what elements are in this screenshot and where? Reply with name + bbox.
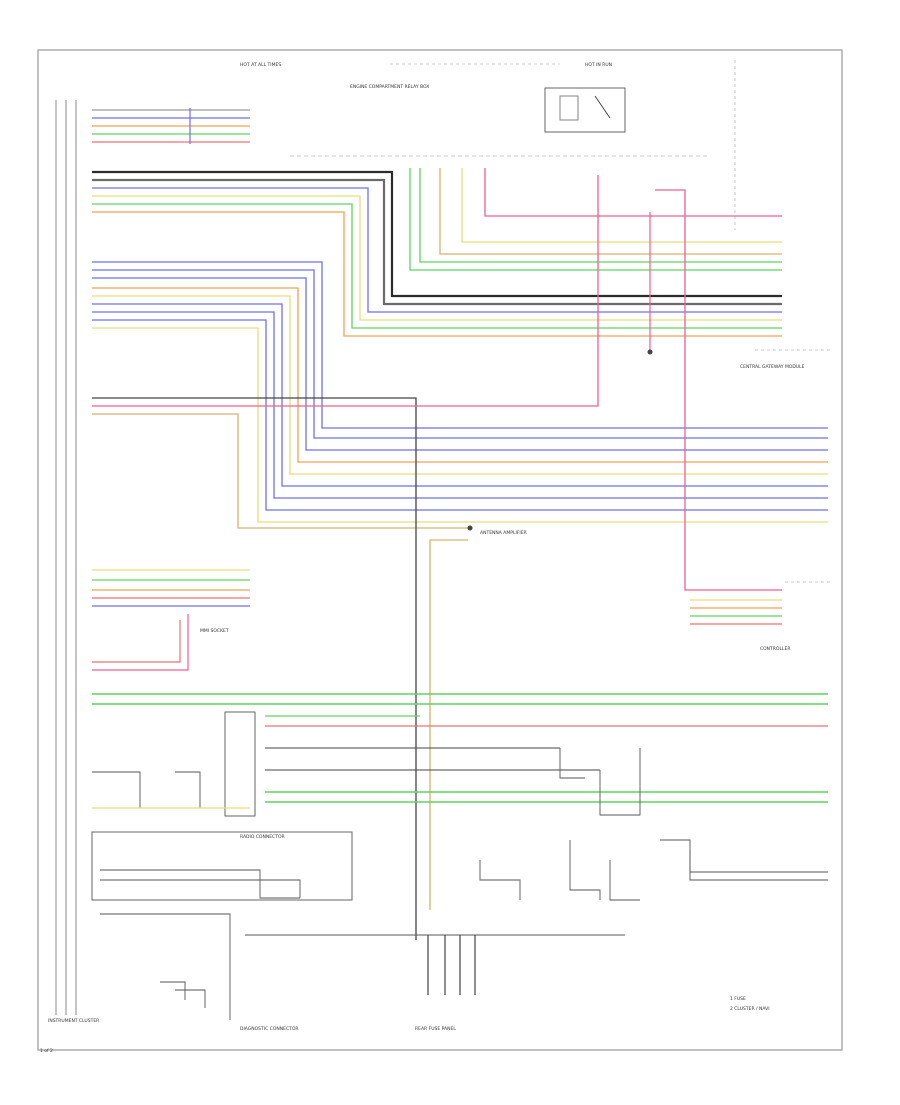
controller-label: CONTROLLER — [760, 646, 790, 652]
upper-wire-bundle — [92, 168, 782, 337]
top-left-connector-wires — [92, 108, 250, 144]
diag-connector-label: DIAGNOSTIC CONNECTOR — [240, 1026, 299, 1032]
lower-left-blocks — [91, 711, 353, 1020]
lower-right-components — [479, 748, 828, 901]
central-gateway-label: CENTRAL GATEWAY MODULE — [740, 364, 805, 370]
page-ref: 1 of 2 — [40, 1048, 53, 1054]
controller-wires — [690, 599, 782, 625]
pink-wire-left — [92, 175, 599, 407]
top-left-note: HOT AT ALL TIMES — [240, 62, 281, 68]
middle-wire-bundle — [92, 261, 828, 523]
top-right-note: HOT IN RUN — [585, 62, 612, 68]
legend-item-1: 1 FUSE — [730, 996, 746, 1002]
legend-item-2: 2 CLUSTER / NAVI — [730, 1006, 770, 1012]
tan-vertical-wire — [429, 539, 468, 910]
tan-wire-antenna — [92, 413, 468, 529]
dark-wire-rear — [92, 397, 417, 940]
relay-box — [544, 87, 626, 133]
instrument-cluster-label: INSTRUMENT CLUSTER — [48, 1018, 99, 1024]
main-harness — [92, 170, 782, 306]
mmi-socket-label: MMI SOCKET — [200, 628, 229, 634]
rear-fuse-panel — [427, 935, 476, 995]
radio-connector-label: RADIO CONNECTOR — [240, 834, 285, 840]
rear-fuse-panel-label: REAR FUSE PANEL — [415, 1026, 456, 1032]
diagram-frame — [37, 49, 843, 1051]
antenna-label: ANTENNA AMPLIFIER — [480, 530, 527, 536]
pink-wire-right — [655, 189, 782, 591]
mmi-socket-wires — [92, 569, 250, 671]
green-bus-lines — [92, 693, 828, 803]
engine-compartment-label: ENGINE COMPARTMENT RELAY BOX — [350, 84, 429, 90]
